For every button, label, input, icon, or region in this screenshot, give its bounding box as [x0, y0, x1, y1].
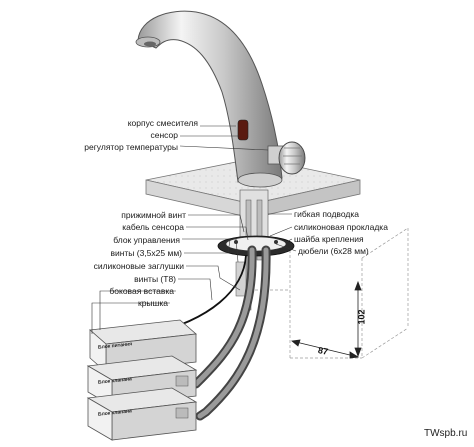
label-mounting-washer: шайба крепления [294, 234, 364, 244]
temperature-knob [267, 141, 306, 175]
label-screws-35x25: винты (3,5x25 мм) [110, 248, 182, 258]
label-sensor-cable: кабель сенсора [122, 222, 184, 232]
label-side-insert: боковая вставка [109, 286, 174, 296]
label-temperature-regulator: регулятор температуры [84, 142, 178, 152]
dimension-height: 102 [356, 309, 367, 325]
label-control-unit: блок управления [113, 235, 180, 245]
dimension-lines [291, 280, 362, 359]
label-cover: крышка [137, 298, 168, 308]
faucet-body [135, 10, 283, 188]
label-clamp-screw: прижимной винт [121, 210, 186, 220]
control-unit-boxes [86, 319, 198, 441]
label-silicone-plugs: силиконовые заглушки [93, 261, 184, 271]
label-silicone-gasket: силиконовая прокладка [294, 222, 388, 232]
label-faucet-body: корпус смесителя [127, 118, 198, 128]
sensor-window [237, 119, 249, 141]
dimension-width: 87 [317, 345, 329, 357]
label-flexible-hose: гибкая подводка [294, 209, 359, 219]
label-sensor: сенсор [150, 130, 178, 140]
flexible-hoses [191, 245, 271, 421]
leader-lines [91, 125, 297, 334]
watermark: TWspb.ru [424, 428, 468, 439]
label-dowels: дюбели (6x28 мм) [298, 246, 369, 256]
label-screws-t8: винты (Т8) [134, 274, 176, 284]
